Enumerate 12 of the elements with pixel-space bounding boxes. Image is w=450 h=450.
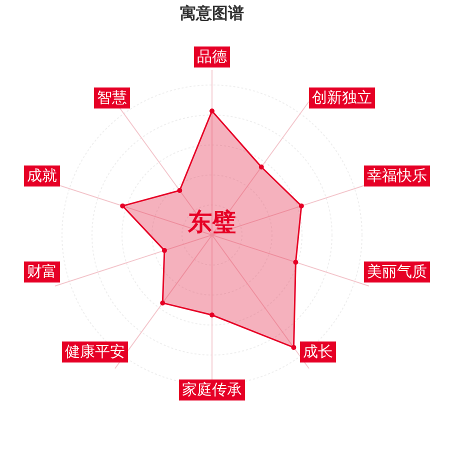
center-name: 东璧 (188, 207, 236, 238)
axis-label: 品德 (194, 46, 230, 68)
axis-label: 成长 (300, 342, 336, 362)
axis-label: 幸福快乐 (364, 166, 430, 186)
chart-title: 寓意图谱 (180, 4, 244, 24)
axis-label: 成就 (24, 166, 60, 186)
axis-label: 财富 (24, 262, 60, 282)
axis-label: 创新独立 (309, 88, 375, 108)
axis-label: 智慧 (94, 88, 130, 108)
axis-label: 健康平安 (62, 342, 128, 362)
axis-label: 家庭传承 (179, 380, 245, 400)
axis-label: 美丽气质 (364, 262, 430, 282)
